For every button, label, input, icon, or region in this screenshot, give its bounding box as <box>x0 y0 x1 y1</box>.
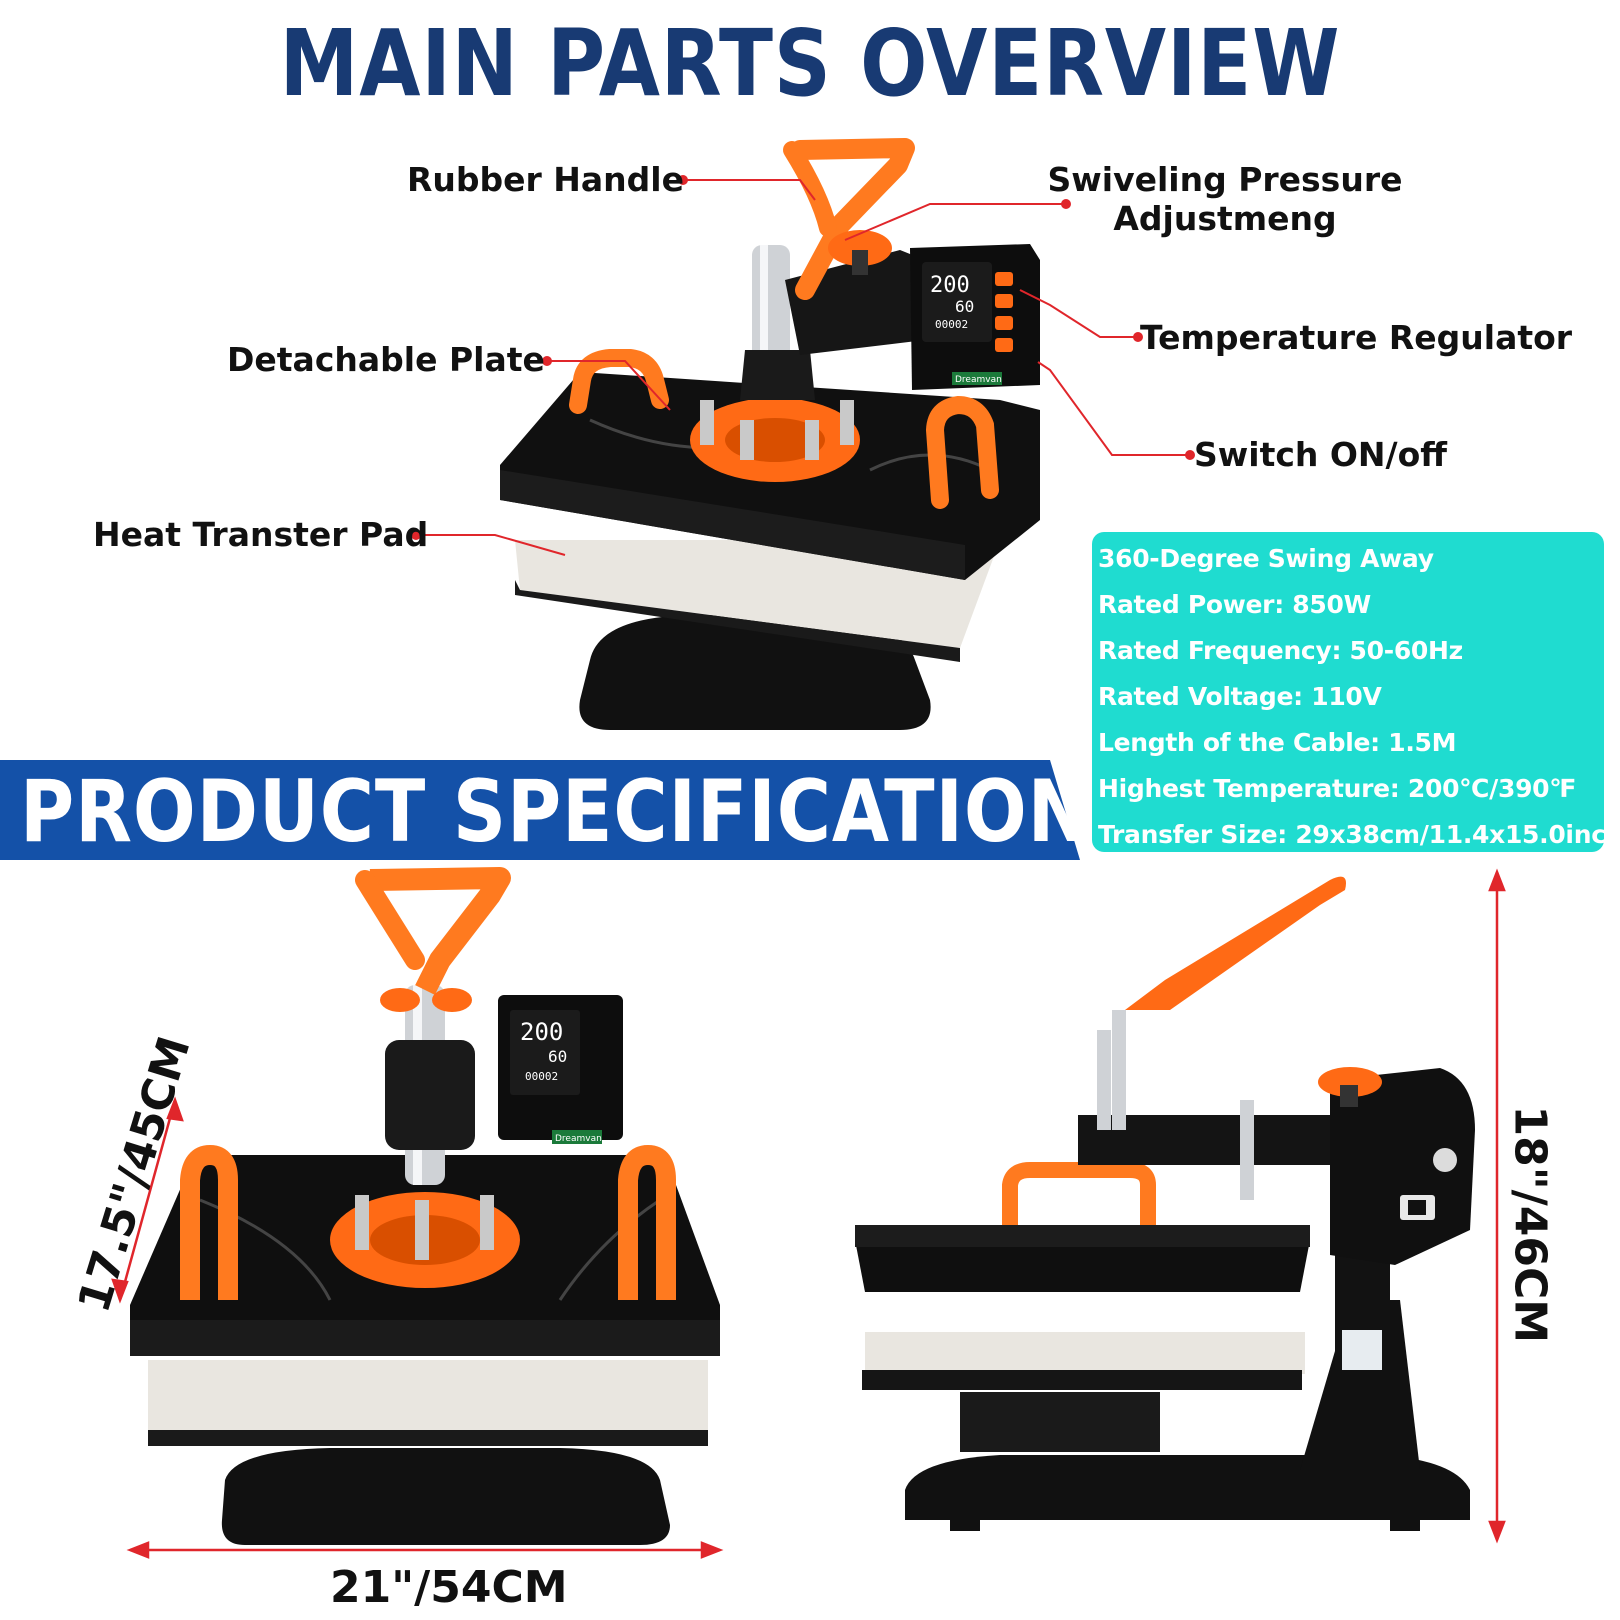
dimension-arrows <box>111 868 1506 1559</box>
heat-press-side-image <box>855 876 1475 1531</box>
spec-cable: Length of the Cable: 1.5M <box>1098 728 1457 757</box>
front-brand-label: Dreamvan <box>555 1134 602 1144</box>
dimension-height: 18"/46CM <box>1504 1105 1556 1344</box>
callout-heat-pad: Heat Transter Pad <box>93 515 429 554</box>
spec-frequency: Rated Frequency: 50-60Hz <box>1098 636 1463 665</box>
top-display-temp: 200 <box>930 273 970 298</box>
front-display-temp: 200 <box>520 1018 563 1046</box>
callout-rubber-handle: Rubber Handle <box>407 160 684 199</box>
heat-press-front-image: 200 60 00002 Dreamvan <box>130 867 720 1545</box>
callout-lines <box>411 175 1195 556</box>
callout-switch: Switch ON/off <box>1194 435 1448 474</box>
callout-detachable-plate: Detachable Plate <box>227 340 545 379</box>
spec-power: Rated Power: 850W <box>1098 590 1371 619</box>
spec-voltage: Rated Voltage: 110V <box>1098 682 1382 711</box>
spec-temperature: Highest Temperature: 200℃/390℉ <box>1098 774 1577 803</box>
callout-pressure-line1: Swiveling Pressure <box>1047 160 1403 199</box>
callout-pressure-line2: Adjustmeng <box>1113 199 1337 238</box>
specs-banner <box>0 760 1080 860</box>
front-display-time: 60 <box>548 1047 567 1066</box>
top-display-count: 00002 <box>935 318 968 331</box>
top-display-time: 60 <box>955 297 974 316</box>
front-display-count: 00002 <box>525 1070 558 1083</box>
callout-temperature-regulator: Temperature Regulator <box>1140 318 1573 357</box>
heat-press-top-image: 200 60 00002 Dreamvan <box>500 138 1040 730</box>
spec-transfer-size: Transfer Size: 29x38cm/11.4x15.0inch <box>1098 820 1620 849</box>
banner-title: PRODUCT SPECIFICATIONS <box>20 762 1145 862</box>
top-brand-label: Dreamvan <box>955 375 1002 385</box>
dimension-width: 21"/54CM <box>330 1562 568 1613</box>
page-title: MAIN PARTS OVERVIEW <box>279 10 1341 117</box>
specs-panel: 360-Degree Swing Away Rated Power: 850W … <box>1092 532 1620 852</box>
callout-pressure-adjustment: Swiveling Pressure Adjustmeng <box>1040 160 1410 238</box>
spec-swing: 360-Degree Swing Away <box>1098 544 1434 573</box>
